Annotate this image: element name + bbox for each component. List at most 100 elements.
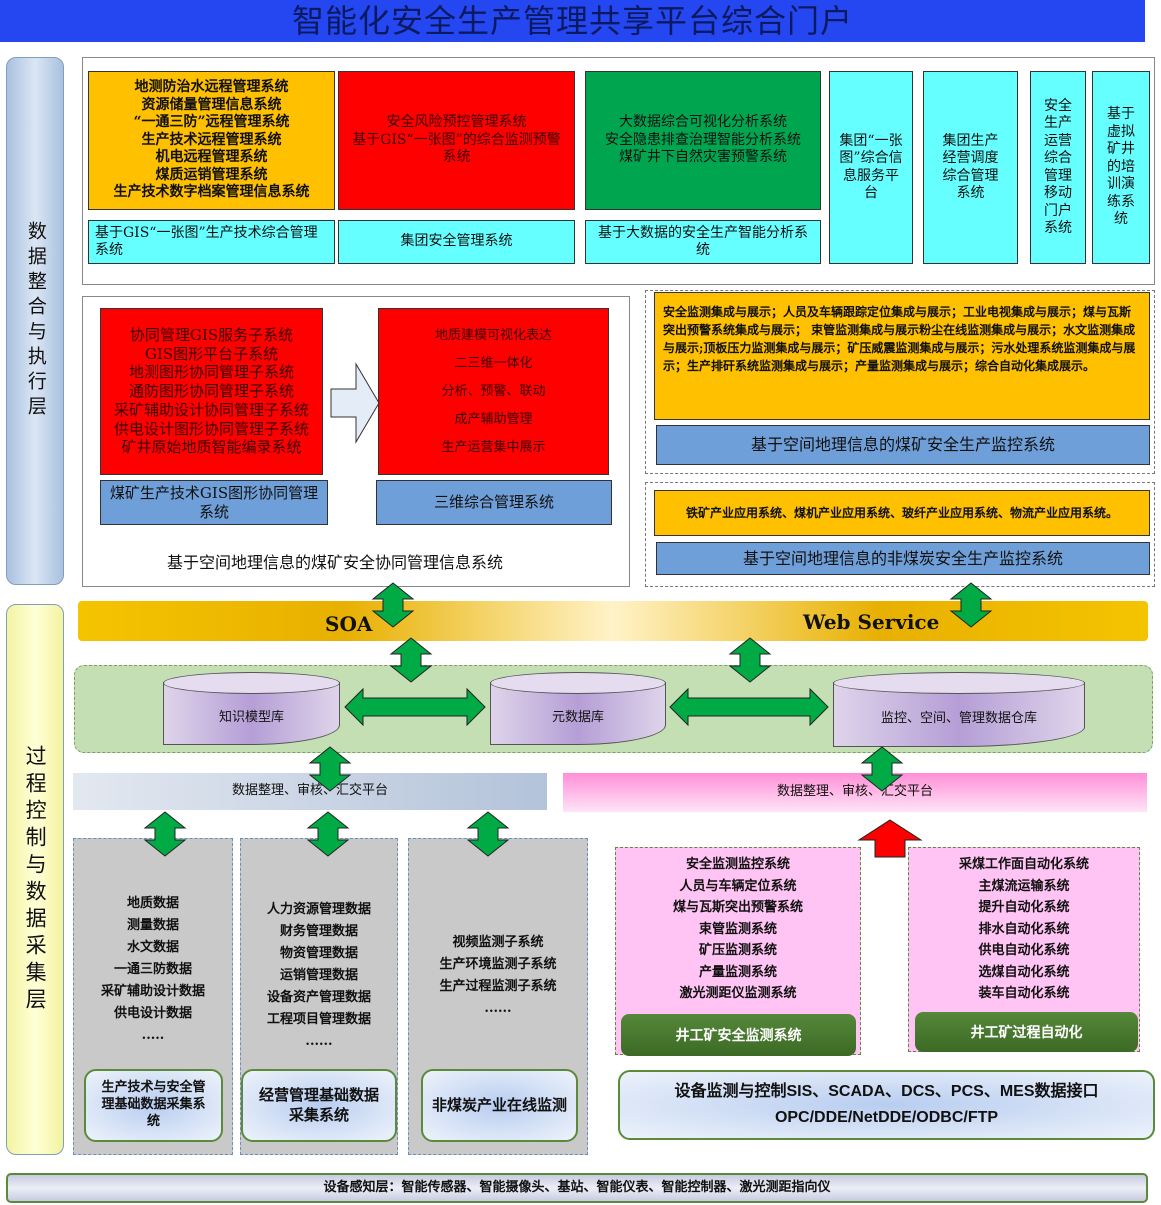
- vertical-double-arrow-icon: [307, 811, 349, 857]
- tech-data-list: 地质数据 测量数据 水文数据 一通三防数据 采矿辅助设计数据 供电设计数据 ..…: [73, 885, 233, 1055]
- big-data-box: 大数据综合可视化分析系统 安全隐患排查治理智能分析系统 煤矿井下自然灾害预警系统: [585, 71, 821, 210]
- data-item: 测量数据: [126, 918, 179, 933]
- feature-item: 生产运营集中展示: [441, 439, 546, 455]
- mine-automation-button[interactable]: 井工矿过程自动化: [915, 1012, 1138, 1052]
- system-item[interactable]: 供电设计图形协同管理子系统: [113, 419, 309, 438]
- system-item[interactable]: 生产技术远程管理系统: [141, 131, 282, 148]
- system-item[interactable]: 安全隐患排查治理智能分析系统: [605, 131, 801, 148]
- db-label: 知识模型库: [218, 710, 284, 725]
- system-item: 束管监测系统: [698, 921, 777, 937]
- system-item[interactable]: 煤质运销管理系统: [155, 166, 268, 183]
- db-label: 元数据库: [551, 710, 604, 725]
- system-item[interactable]: 安全风险预控管理系统: [386, 114, 527, 131]
- business-collect-button[interactable]: 经营管理基础数据采集系统: [241, 1069, 397, 1142]
- safety-risk-box: 安全风险预控管理系统 基于GIS“一张图”的综合监测预警系统: [338, 71, 575, 210]
- system-item[interactable]: 资源储量管理信息系统: [141, 96, 282, 113]
- vertical-double-arrow-icon: [372, 582, 414, 628]
- data-item: 生产过程监测子系统: [439, 979, 557, 994]
- system-item: 供电自动化系统: [978, 943, 1070, 958]
- vertical-double-arrow-icon: [390, 637, 432, 683]
- 3d-management-system[interactable]: 三维综合管理系统: [376, 480, 612, 525]
- db-label: 监控、空间、管理数据仓库: [880, 711, 1037, 726]
- device-interface-box[interactable]: 设备监测与控制SIS、SCADA、DCS、PCS、MES数据接口 OPC/DDE…: [618, 1070, 1155, 1140]
- tech-collect-button[interactable]: 生产技术与安全管理基础数据采集系统: [84, 1069, 223, 1142]
- mine-safety-monitor-button[interactable]: 井工矿安全监测系统: [621, 1014, 856, 1056]
- data-item: 工程项目管理数据: [266, 1012, 371, 1027]
- bidirectional-arrow-icon: [669, 687, 829, 727]
- system-item[interactable]: 协同管理GIS服务子系统: [129, 325, 294, 344]
- data-item: ......: [484, 1001, 512, 1016]
- coal-monitor-items: 安全监测集成与展示；人员及车辆跟踪定位集成与展示；工业电视集成与展示；煤与瓦斯突…: [654, 292, 1150, 420]
- mobile-portal-system[interactable]: 安全生产运营综合管理移动门户系统: [1030, 71, 1086, 264]
- web-service-label: Web Service: [803, 610, 940, 634]
- system-item: 提升自动化系统: [978, 900, 1070, 915]
- vertical-double-arrow-icon: [309, 746, 351, 792]
- system-item: 排水自动化系统: [978, 921, 1070, 937]
- layer-label-control: 过程控制与数据采集层: [6, 604, 64, 1155]
- business-data-list: 人力资源管理数据 财务管理数据 物资管理数据 运销管理数据 设备资产管理数据 工…: [240, 895, 398, 1057]
- data-warehouse-db[interactable]: 监控、空间、管理数据仓库: [833, 672, 1085, 747]
- vertical-double-arrow-icon: [950, 582, 992, 628]
- gis-collab-system[interactable]: 煤矿生产技术GIS图形协同管理系统: [100, 480, 328, 525]
- system-item[interactable]: 矿井原始地质智能编录系统: [121, 438, 302, 457]
- system-item[interactable]: 地测防治水远程管理系统: [134, 79, 289, 96]
- geo-tech-label[interactable]: 基于GIS“一张图”生产技术综合管理系统: [88, 220, 335, 264]
- system-item[interactable]: 通防图形协同管理子系统: [128, 382, 294, 401]
- bidirectional-arrow-icon: [344, 687, 486, 727]
- feature-item: 成产辅助管理: [454, 411, 533, 427]
- system-item[interactable]: GIS图形平台子系统: [144, 344, 279, 363]
- gis-subsystems-box: 协同管理GIS服务子系统 GIS图形平台子系统 地测图形协同管理子系统 通防图形…: [100, 308, 323, 475]
- collab-caption: 基于空间地理信息的煤矿安全协同管理信息系统: [166, 553, 503, 572]
- data-item: 生产环境监测子系统: [439, 957, 557, 972]
- data-platform-right[interactable]: 数据整理、审核、汇交平台: [563, 773, 1147, 812]
- system-item[interactable]: 基于GIS“一张图”的综合监测预警系统: [352, 131, 561, 166]
- noncoal-monitor-system[interactable]: 基于空间地理信息的非煤炭安全生产监控系统: [656, 542, 1150, 575]
- virtual-mine-training[interactable]: 基于虚拟矿井的培训演练系统: [1092, 71, 1150, 264]
- data-item: 地质数据: [126, 896, 179, 911]
- system-item: 主煤流运输系统: [978, 878, 1070, 894]
- group-safety-label[interactable]: 集团安全管理系统: [338, 220, 575, 264]
- geo-tech-systems-box: 地测防治水远程管理系统 资源储量管理信息系统 “一通三防”远程管理系统 生产技术…: [88, 71, 335, 210]
- system-item: 人员与车辆定位系统: [679, 878, 797, 894]
- system-item[interactable]: “一通三防”远程管理系统: [133, 114, 290, 131]
- feature-item: 分析、预警、联动: [441, 383, 546, 399]
- knowledge-model-db[interactable]: 知识模型库: [163, 672, 340, 745]
- data-item: 采矿辅助设计数据: [100, 984, 205, 999]
- data-item: 财务管理数据: [279, 924, 358, 939]
- feature-item: 地质建模可视化表达: [434, 327, 552, 343]
- system-item: 装车自动化系统: [978, 986, 1070, 1001]
- metadata-db[interactable]: 元数据库: [490, 672, 666, 745]
- device-sensing-layer[interactable]: 设备感知层：智能传感器、智能摄像头、基站、智能仪表、智能控制器、激光测距指向仪: [6, 1173, 1148, 1203]
- system-item[interactable]: 采矿辅助设计协同管理子系统: [113, 400, 309, 419]
- up-arrow-icon: [857, 819, 923, 858]
- system-item[interactable]: 地测图形协同管理子系统: [128, 363, 294, 382]
- group-dispatch-system[interactable]: 集团生产经营调度综合管理系统: [923, 71, 1018, 264]
- noncoal-monitor-items: 铁矿产业应用系统、煤机产业应用系统、玻纤产业应用系统、物流产业应用系统。: [654, 490, 1150, 536]
- system-item: 安全监测监控系统: [685, 857, 790, 872]
- data-item: 物资管理数据: [279, 946, 358, 961]
- layer-label-integration: 数据整合与执行层: [6, 57, 64, 585]
- system-item[interactable]: 机电远程管理系统: [155, 149, 268, 166]
- interface-line-1: 设备监测与控制SIS、SCADA、DCS、PCS、MES数据接口: [674, 1083, 1099, 1100]
- data-item: ......: [305, 1034, 333, 1049]
- coal-monitor-system[interactable]: 基于空间地理信息的煤矿安全生产监控系统: [656, 425, 1150, 465]
- 3d-features-box: 地质建模可视化表达 二三维一体化 分析、预警、联动 成产辅助管理 生产运营集中展…: [378, 308, 609, 475]
- system-item: 选煤自动化系统: [978, 964, 1070, 980]
- data-platform-left[interactable]: 数据整理、审核、汇交平台: [73, 773, 547, 810]
- data-item: .....: [141, 1028, 165, 1043]
- feature-item: 二三维一体化: [454, 355, 533, 371]
- big-data-label[interactable]: 基于大数据的安全生产智能分析系统: [585, 220, 821, 264]
- system-item[interactable]: 大数据综合可视化分析系统: [619, 114, 787, 131]
- data-item: 供电设计数据: [113, 1006, 192, 1021]
- system-item: 煤与瓦斯突出预警系统: [672, 900, 803, 915]
- vertical-double-arrow-icon: [144, 811, 186, 857]
- system-item[interactable]: 煤矿井下自然灾害预警系统: [619, 149, 787, 166]
- data-item: 视频监测子系统: [452, 935, 544, 950]
- system-item: 激光测距仪监测系统: [679, 986, 797, 1001]
- data-item: 一通三防数据: [113, 962, 192, 977]
- noncoal-data-list: 视频监测子系统 生产环境监测子系统 生产过程监测子系统 ......: [408, 928, 588, 1024]
- noncoal-online-button[interactable]: 非煤炭产业在线监测: [421, 1069, 578, 1142]
- vertical-double-arrow-icon: [861, 746, 903, 792]
- system-item[interactable]: 生产技术数字档案管理信息系统: [113, 184, 310, 201]
- group-map-platform[interactable]: 集团“一张图”综合信息服务平台: [829, 71, 913, 264]
